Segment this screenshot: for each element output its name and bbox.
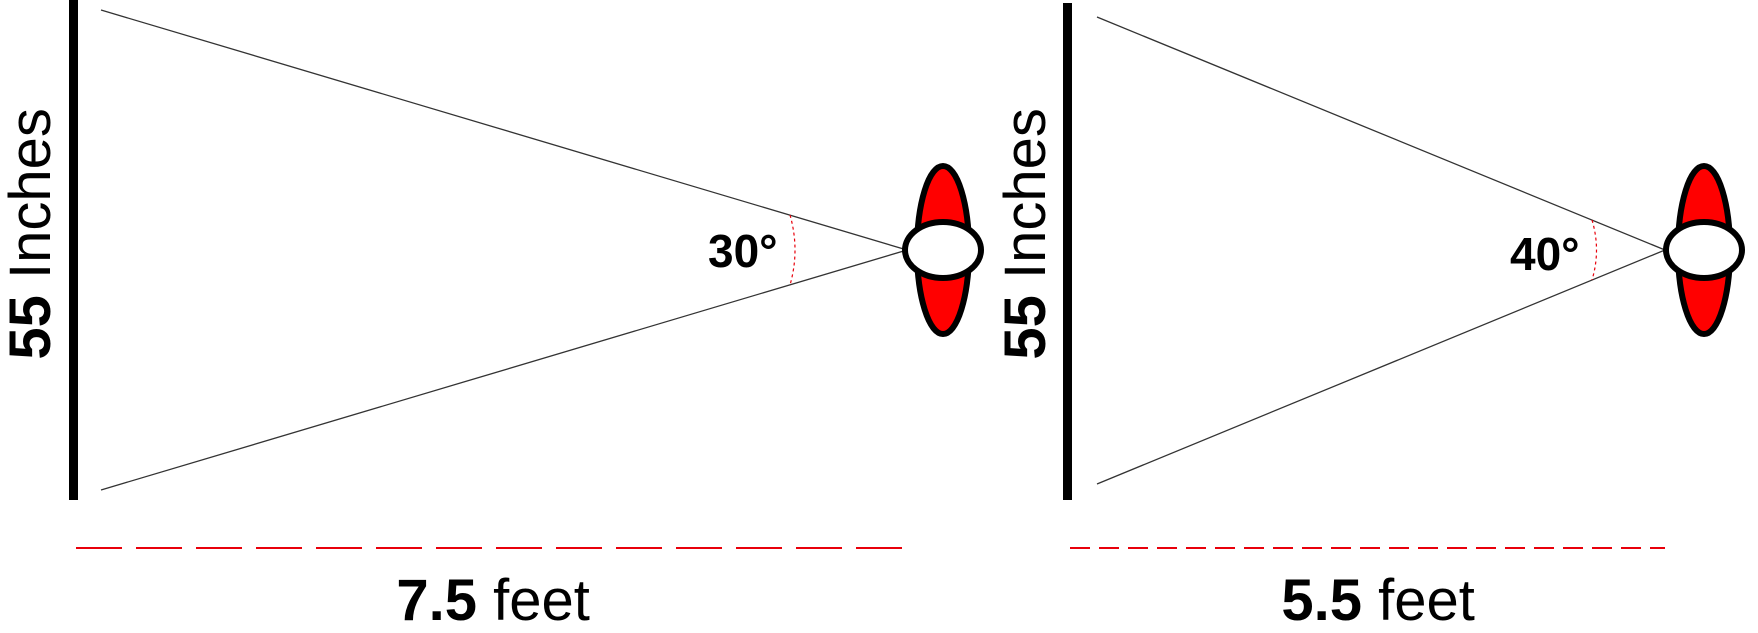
eye-icon-left	[902, 163, 984, 337]
eye-pupil-right	[1663, 219, 1745, 281]
distance-label-unit-left: feet	[477, 568, 590, 628]
distance-label-unit-right: feet	[1362, 568, 1475, 628]
angle-label-right: 40°	[1510, 228, 1580, 280]
side-label-number-right: 55	[993, 295, 1058, 360]
distance-label-number-right: 5.5	[1281, 568, 1362, 628]
panel-right: 40° 55 Inches 5.5 feet	[993, 3, 1745, 633]
distance-label-left: 7.5 feet	[284, 568, 671, 628]
side-label-right: 55 Inches	[993, 28, 1058, 473]
sight-line-top-left	[100, 9, 908, 251]
angle-arc-left	[789, 214, 796, 286]
panel-left: 30° 55 Inches 7.5 feet	[0, 0, 984, 633]
angle-arc-right	[1591, 219, 1598, 281]
eye-pupil-left	[902, 219, 984, 281]
eye-icon-right	[1663, 163, 1745, 337]
angle-label-left: 30°	[708, 225, 778, 277]
side-label-number-left: 55	[0, 295, 63, 360]
sight-line-bottom-right	[1096, 249, 1666, 485]
side-label-unit-right: Inches	[993, 108, 1058, 295]
sight-line-bottom-left	[100, 249, 908, 491]
sight-line-top-right	[1096, 16, 1666, 251]
distance-label-right: 5.5 feet	[1169, 568, 1556, 628]
side-label-left: 55 Inches	[0, 28, 63, 473]
distance-label-number-left: 7.5	[396, 568, 477, 628]
screen-bar-right	[1063, 3, 1072, 500]
side-label-unit-left: Inches	[0, 108, 63, 295]
screen-bar-left	[69, 0, 78, 500]
